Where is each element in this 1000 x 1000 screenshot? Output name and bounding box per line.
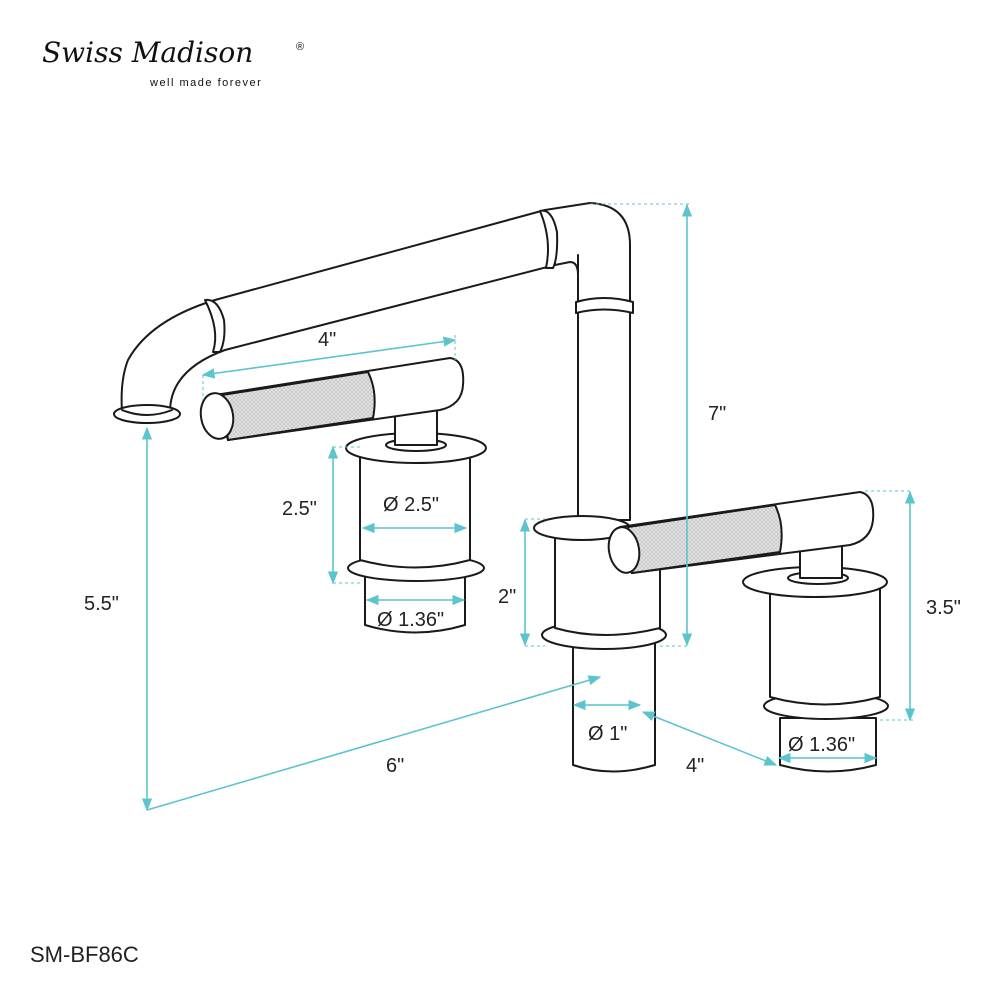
label-left-shank-diameter: Ø 1.36" [377,609,444,631]
label-total-height: 7" [708,403,726,425]
dimension-labels: 4" 2.5" Ø 2.5" Ø 1.36" 5.5" 6" 7" 2" Ø 1… [84,329,961,777]
label-spout-height: 5.5" [84,593,119,615]
label-handle-length: 4" [318,329,336,351]
spout [113,202,667,773]
svg-text:well made forever: well made forever [149,77,262,89]
label-escutcheon-diameter: Ø 2.5" [383,494,439,516]
right-handle [607,491,889,773]
left-handle [199,357,487,634]
label-spread: 6" [386,755,404,777]
dimension-lines [141,203,916,812]
svg-text:Swiss Madison: Swiss Madison [42,36,253,69]
label-right-shank-diameter: Ø 1.36" [788,734,855,756]
brand-logo: Swiss Madison well made forever ® [42,36,306,89]
label-handle-spacing: 4" [686,755,704,777]
label-escutcheon-height: 2.5" [282,498,317,520]
label-right-handle-height: 3.5" [926,597,961,619]
svg-text:®: ® [296,41,306,53]
label-spout-shank-diameter: Ø 1" [588,723,627,745]
model-number: SM-BF86C [30,942,139,967]
label-base-height: 2" [498,586,516,608]
